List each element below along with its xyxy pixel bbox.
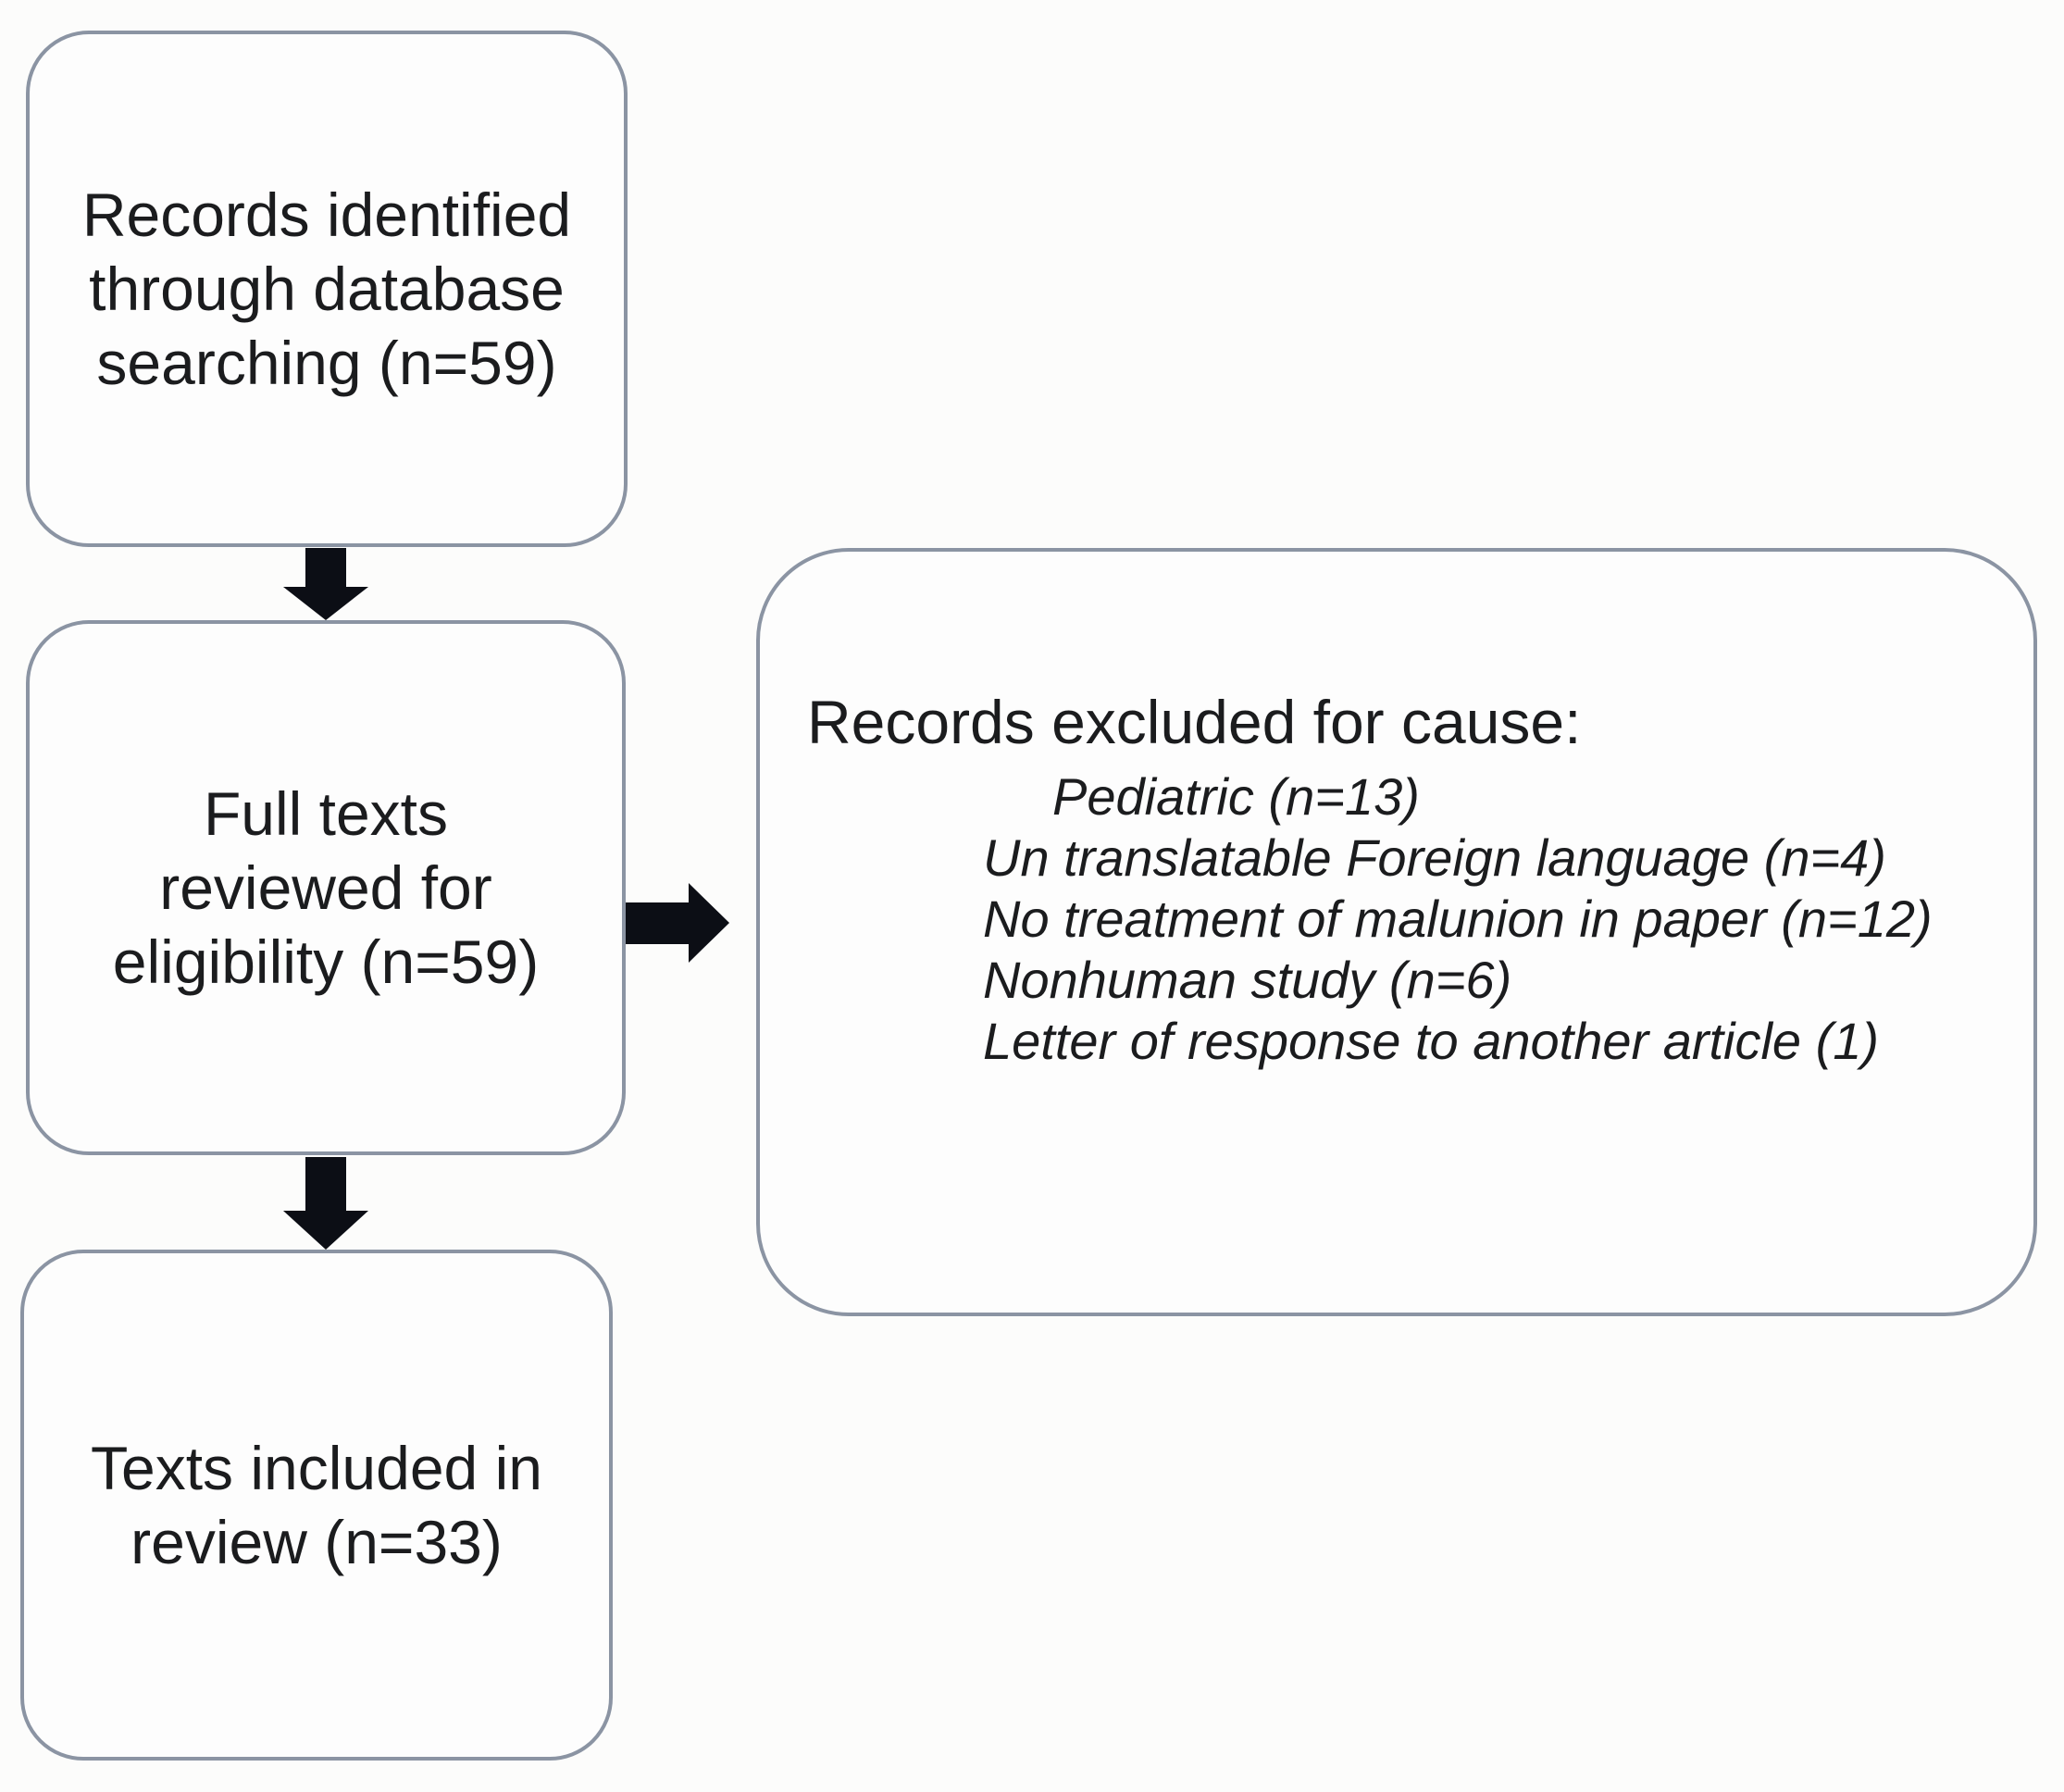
excluded-reason: Letter of response to another article (1…: [983, 1012, 1880, 1070]
identified-line-2: through database: [89, 255, 565, 323]
excluded-box: Records excluded for cause: Pediatric (n…: [756, 548, 2037, 1316]
arrow-right-icon: [626, 883, 729, 963]
excluded-reason: Nonhuman study (n=6): [983, 951, 1512, 1009]
excluded-reason: Un translatable Foreign language (n=4): [983, 828, 1886, 887]
reviewed-line-1: Full texts: [203, 779, 449, 848]
excluded-reason-list: Pediatric (n=13) Un translatable Foreign…: [807, 766, 1996, 1072]
included-box: Texts included in review (n=33): [20, 1250, 613, 1761]
included-line-2: review (n=33): [131, 1508, 503, 1576]
arrow-down-icon: [283, 548, 368, 620]
reviewed-box: Full texts reviewed for eligibility (n=5…: [26, 620, 626, 1155]
reviewed-line-3: eligibility (n=59): [112, 927, 540, 996]
excluded-reason: Pediatric (n=13): [1052, 767, 1420, 826]
included-line-1: Texts included in: [91, 1434, 542, 1502]
arrow-down-icon: [283, 1157, 368, 1250]
identified-line-1: Records identified: [81, 180, 572, 249]
identified-box: Records identified through database sear…: [26, 31, 628, 547]
identified-line-3: searching (n=59): [96, 329, 557, 397]
excluded-header: Records excluded for cause:: [807, 688, 1582, 756]
excluded-reason: No treatment of malunion in paper (n=12): [983, 890, 1933, 948]
reviewed-line-2: reviewed for: [159, 853, 492, 922]
